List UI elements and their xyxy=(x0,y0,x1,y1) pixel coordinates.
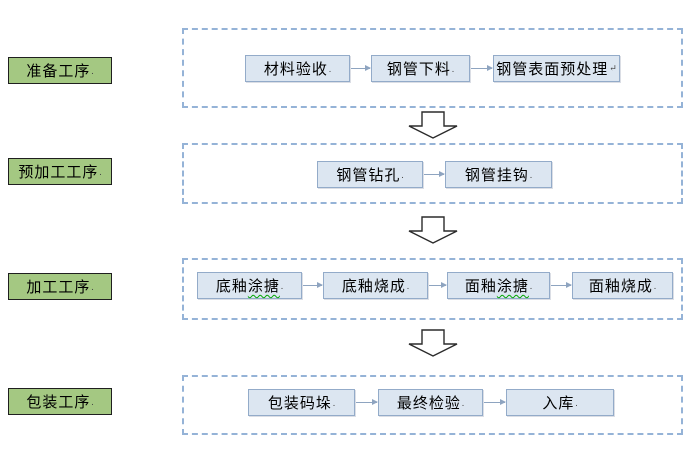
format-mark: . xyxy=(451,63,455,74)
process-step: 最终检验. xyxy=(378,389,483,416)
format-mark: . xyxy=(91,65,94,76)
stage-container-4 xyxy=(182,375,683,435)
stage-label-text: 准备工序 xyxy=(26,64,91,80)
format-mark: . xyxy=(91,281,94,292)
arrow-right-connector xyxy=(484,399,506,405)
process-step-text: 钢管表面预处理 xyxy=(496,62,609,78)
process-step-text: 底釉烧成 xyxy=(341,279,406,295)
down-arrow-icon xyxy=(408,329,458,357)
arrow-right-connector xyxy=(471,65,493,71)
process-step: 钢管挂钩. xyxy=(445,161,552,188)
process-step: 钢管下料. xyxy=(371,55,470,82)
process-step-text: 底釉涂搪 xyxy=(216,275,280,296)
arrow-right-connector xyxy=(424,171,445,177)
process-step-text: 面釉涂搪 xyxy=(465,275,529,296)
format-mark: . xyxy=(91,396,94,407)
process-step-text: 包装码垛 xyxy=(267,396,332,412)
process-step-text-plain: 面釉 xyxy=(464,279,497,295)
down-arrow-icon xyxy=(408,216,458,244)
process-step-text: 入库 xyxy=(542,396,575,412)
arrow-right-connector xyxy=(351,65,371,71)
stage-container-2 xyxy=(182,143,683,204)
format-mark: ↵ xyxy=(609,63,617,73)
format-mark: . xyxy=(461,397,465,408)
format-mark: . xyxy=(529,169,533,180)
process-step-text: 面釉烧成 xyxy=(588,279,653,295)
stage-label-1: 准备工序. xyxy=(8,57,112,84)
format-mark: . xyxy=(280,280,284,291)
process-step: 钢管钻孔. xyxy=(317,161,423,188)
stage-label-3: 加工工序. xyxy=(8,273,112,300)
stage-container-1 xyxy=(182,28,683,108)
format-mark: . xyxy=(401,169,404,180)
process-step-text: 钢管挂钩 xyxy=(464,168,529,184)
process-step: 底釉涂搪. xyxy=(197,272,302,299)
arrow-right-connector xyxy=(356,399,378,405)
process-step-text-plain: 底釉 xyxy=(215,279,248,295)
stage-label-text: 预加工工序 xyxy=(18,165,99,181)
format-mark: . xyxy=(529,280,533,291)
format-mark: . xyxy=(328,63,332,74)
process-step-text: 钢管下料 xyxy=(386,62,451,78)
process-step: 底釉烧成. xyxy=(323,272,428,299)
format-mark: . xyxy=(653,280,657,291)
stage-label-2: 预加工工序. xyxy=(8,158,112,185)
process-step: 入库. xyxy=(506,389,614,416)
stage-container-3 xyxy=(182,258,683,320)
process-step-text: 最终检验 xyxy=(396,396,461,412)
process-step: 面釉烧成. xyxy=(572,272,673,299)
process-step-text: 材料验收 xyxy=(263,62,328,78)
process-step: 钢管表面预处理↵ xyxy=(493,55,620,82)
process-step-text: 钢管钻孔 xyxy=(336,168,401,184)
format-mark: . xyxy=(332,397,336,408)
process-step-text-misspelled: 涂搪 xyxy=(496,279,529,295)
down-arrow-icon xyxy=(408,111,458,139)
process-step: 材料验收. xyxy=(245,55,350,82)
stage-label-4: 包装工序. xyxy=(8,388,112,415)
arrow-right-connector xyxy=(429,282,447,288)
format-mark: . xyxy=(406,280,410,291)
format-mark: . xyxy=(99,166,102,177)
process-step: 包装码垛. xyxy=(248,389,355,416)
format-mark: . xyxy=(575,397,578,408)
stage-label-text: 包装工序 xyxy=(26,395,91,411)
arrow-right-connector xyxy=(551,282,572,288)
process-step-text-misspelled: 涂搪 xyxy=(247,279,280,295)
arrow-right-connector xyxy=(303,282,323,288)
process-step: 面釉涂搪. xyxy=(447,272,550,299)
stage-label-text: 加工工序 xyxy=(26,280,91,296)
